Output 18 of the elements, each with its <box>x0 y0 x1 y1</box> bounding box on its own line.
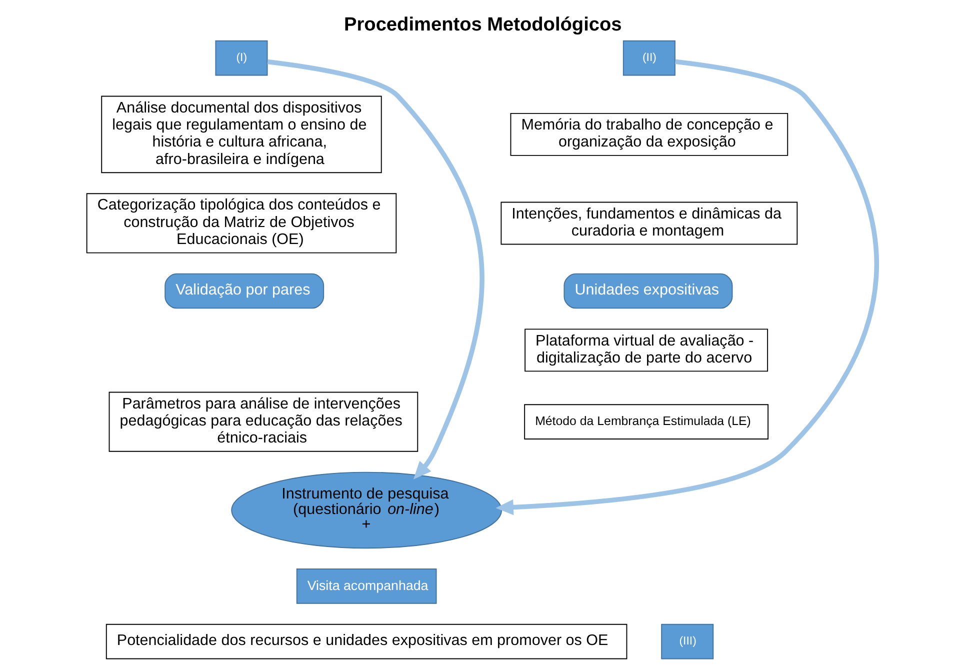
diagram-title: Procedimentos Metodológicos <box>344 14 622 36</box>
node-box: Parâmetros para análise de intervenções pedagógicas para educação das relações étnico-raciais <box>108 392 418 452</box>
node-box: Visita acompanhada <box>296 568 437 604</box>
node-box: Potencialidade dos recursos e unidades expositivas em promover os OE <box>106 624 628 660</box>
node-box: Validação por pares <box>164 273 324 309</box>
node-box: Método da Lembrança Estimulada (LE) <box>524 404 769 440</box>
node-ellipse: Instrumento de pesquisa (questionário on-line) + <box>231 472 502 549</box>
node-box: (III) <box>661 624 714 660</box>
node-box: Unidades expositivas <box>564 273 733 309</box>
node-box: Memória do trabalho de concepção e organização da exposição <box>510 112 788 156</box>
node-box: (II) <box>622 40 676 76</box>
node-box: Categorização tipológica dos conteúdos e construção da Matriz de Objetivos Educacionais (OE) <box>86 193 397 254</box>
arrow <box>267 59 484 480</box>
node-box: Intenções, fundamentos e dinâmicas da curadoria e montagem <box>500 202 798 245</box>
node-box: Análise documental dos dispositivos legais que regulamentam o ensino de história e cultura africana, afro-brasileira e indígena <box>101 96 382 174</box>
node-box: Plataforma virtual de avaliação - digitalização de parte do acervo <box>524 328 768 372</box>
node-box: (I) <box>215 40 268 76</box>
arrow <box>496 59 879 516</box>
